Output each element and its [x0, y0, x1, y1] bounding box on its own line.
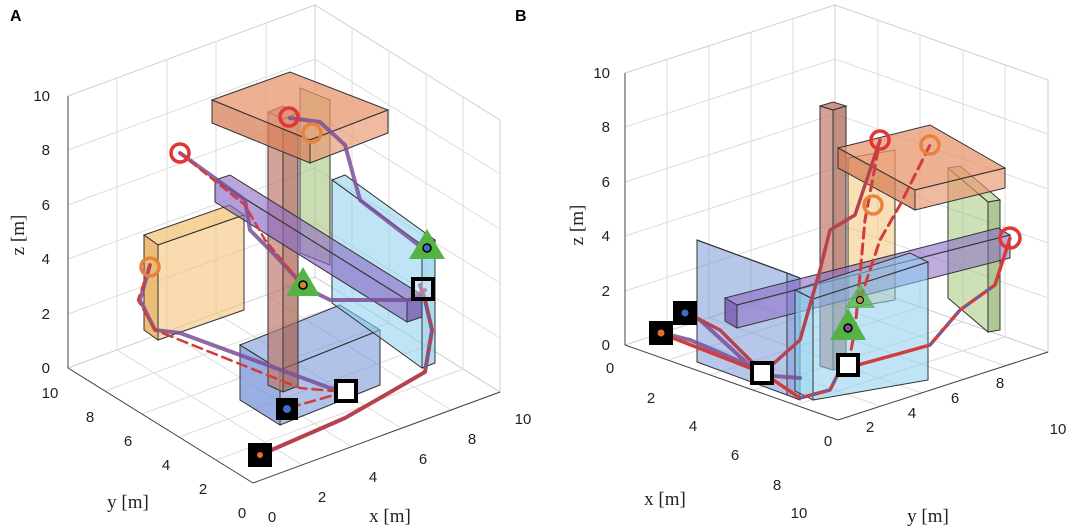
- tick-label: 2: [866, 419, 874, 436]
- tick-label: 4: [602, 228, 610, 245]
- panel-b-letter: B: [515, 8, 527, 25]
- panel-a-x-ticks: 0 2 4 6 8 10: [268, 411, 532, 526]
- tick-label: 2: [318, 489, 326, 506]
- tick-label: 0: [268, 509, 276, 526]
- tick-label: 10: [515, 411, 532, 428]
- goal-circle-icon: [278, 106, 300, 128]
- panel-a-z-label: z [m]: [8, 215, 29, 256]
- tick-label: 8: [602, 119, 610, 136]
- tick-label: 0: [238, 505, 246, 522]
- intermediate-dot-icon: [298, 280, 308, 290]
- intermediate-triangle-icon: [845, 283, 875, 308]
- tick-label: 6: [731, 447, 739, 464]
- panel-b-z-ticks: 0 2 4 6 8 10: [593, 65, 610, 354]
- tick-label: 10: [42, 385, 59, 402]
- tick-label: 6: [602, 174, 610, 191]
- tick-label: 0: [824, 433, 832, 450]
- tick-label: 2: [647, 390, 655, 407]
- intermediate-dot-icon: [856, 296, 864, 304]
- tick-label: 8: [86, 409, 94, 426]
- goal-circle-icon: [862, 194, 884, 216]
- panel-a-z-ticks: 0 2 4 6 8 10: [33, 88, 50, 377]
- panel-a-axes: [67, 96, 501, 484]
- tick-label: 0: [606, 360, 614, 377]
- panel-b-z-label: z [m]: [567, 205, 588, 246]
- tick-label: 8: [996, 375, 1004, 392]
- path-b-red-3: [846, 138, 932, 367]
- path-b-blue-dash: [799, 284, 996, 399]
- start-dot-icon: [283, 405, 291, 413]
- tick-label: 2: [602, 283, 610, 300]
- tick-label: 6: [124, 433, 132, 450]
- tick-label: 6: [419, 451, 427, 468]
- goal-circle-icon: [919, 134, 941, 156]
- tick-label: 6: [951, 390, 959, 407]
- path-a-purple-1: [138, 151, 347, 392]
- panel-a-paths: [136, 116, 434, 457]
- panel-b-x-ticks: 0 2 4 6 8 10: [606, 360, 808, 522]
- tick-label: 2: [199, 481, 207, 498]
- tick-label: 10: [33, 88, 50, 105]
- start-dot-icon: [257, 452, 263, 458]
- panel-a-y-ticks: 0 2 4 6 8 10: [42, 385, 247, 522]
- tick-label: 10: [1050, 421, 1067, 438]
- path-a-red-1: [178, 151, 302, 284]
- start-dot-icon: [657, 329, 665, 337]
- path-a-blue-dash: [419, 284, 433, 373]
- tick-label: 8: [773, 477, 781, 494]
- tick-label: 10: [791, 505, 808, 522]
- tick-label: 6: [42, 197, 50, 214]
- panel-b-y-label: y [m]: [907, 506, 949, 527]
- panel-b-y-ticks: 0 2 4 6 8 10: [824, 375, 1067, 450]
- goal-circle-icon: [169, 142, 191, 164]
- panel-b-markers: [649, 129, 1022, 385]
- panel-b-axes: [624, 73, 1049, 421]
- intermediate-dot-icon: [422, 243, 432, 253]
- tick-label: 4: [908, 405, 916, 422]
- tick-label: 4: [162, 457, 170, 474]
- start-square-icon: [411, 277, 435, 301]
- tick-label: 4: [369, 469, 377, 486]
- tick-label: 8: [468, 431, 476, 448]
- tick-label: 0: [602, 337, 610, 354]
- panel-a-y-label: y [m]: [107, 492, 149, 513]
- start-dot-icon: [681, 309, 689, 317]
- goal-circle-icon: [301, 122, 323, 144]
- start-square-icon: [334, 379, 358, 403]
- start-square-icon: [750, 361, 774, 385]
- tick-label: 4: [689, 418, 697, 435]
- tick-label: 2: [42, 306, 50, 323]
- tick-label: 10: [593, 65, 610, 82]
- intermediate-dot-icon: [843, 323, 853, 333]
- panel-b-plot: 0 2 4 6 8 10 z [m] 0 2 4 6 8 10 x [m] 0 …: [567, 4, 1067, 527]
- goal-circle-icon: [869, 129, 891, 151]
- tick-label: 0: [42, 360, 50, 377]
- start-square-icon: [836, 353, 860, 377]
- panel-a-letter: A: [10, 8, 22, 25]
- goal-circle-icon: [139, 256, 161, 278]
- panel-a-x-label: x [m]: [369, 506, 411, 527]
- tick-label: 4: [42, 251, 50, 268]
- panel-b-x-label: x [m]: [644, 489, 686, 510]
- goal-circle-icon: [998, 226, 1022, 250]
- tick-label: 8: [42, 142, 50, 159]
- panel-a-markers: [139, 106, 445, 467]
- panel-b-paths: [658, 138, 1012, 400]
- panel-a-plot: 0 2 4 6 8 10 z [m] 0 2 4 6 8 10 y [m] 0 …: [8, 4, 532, 527]
